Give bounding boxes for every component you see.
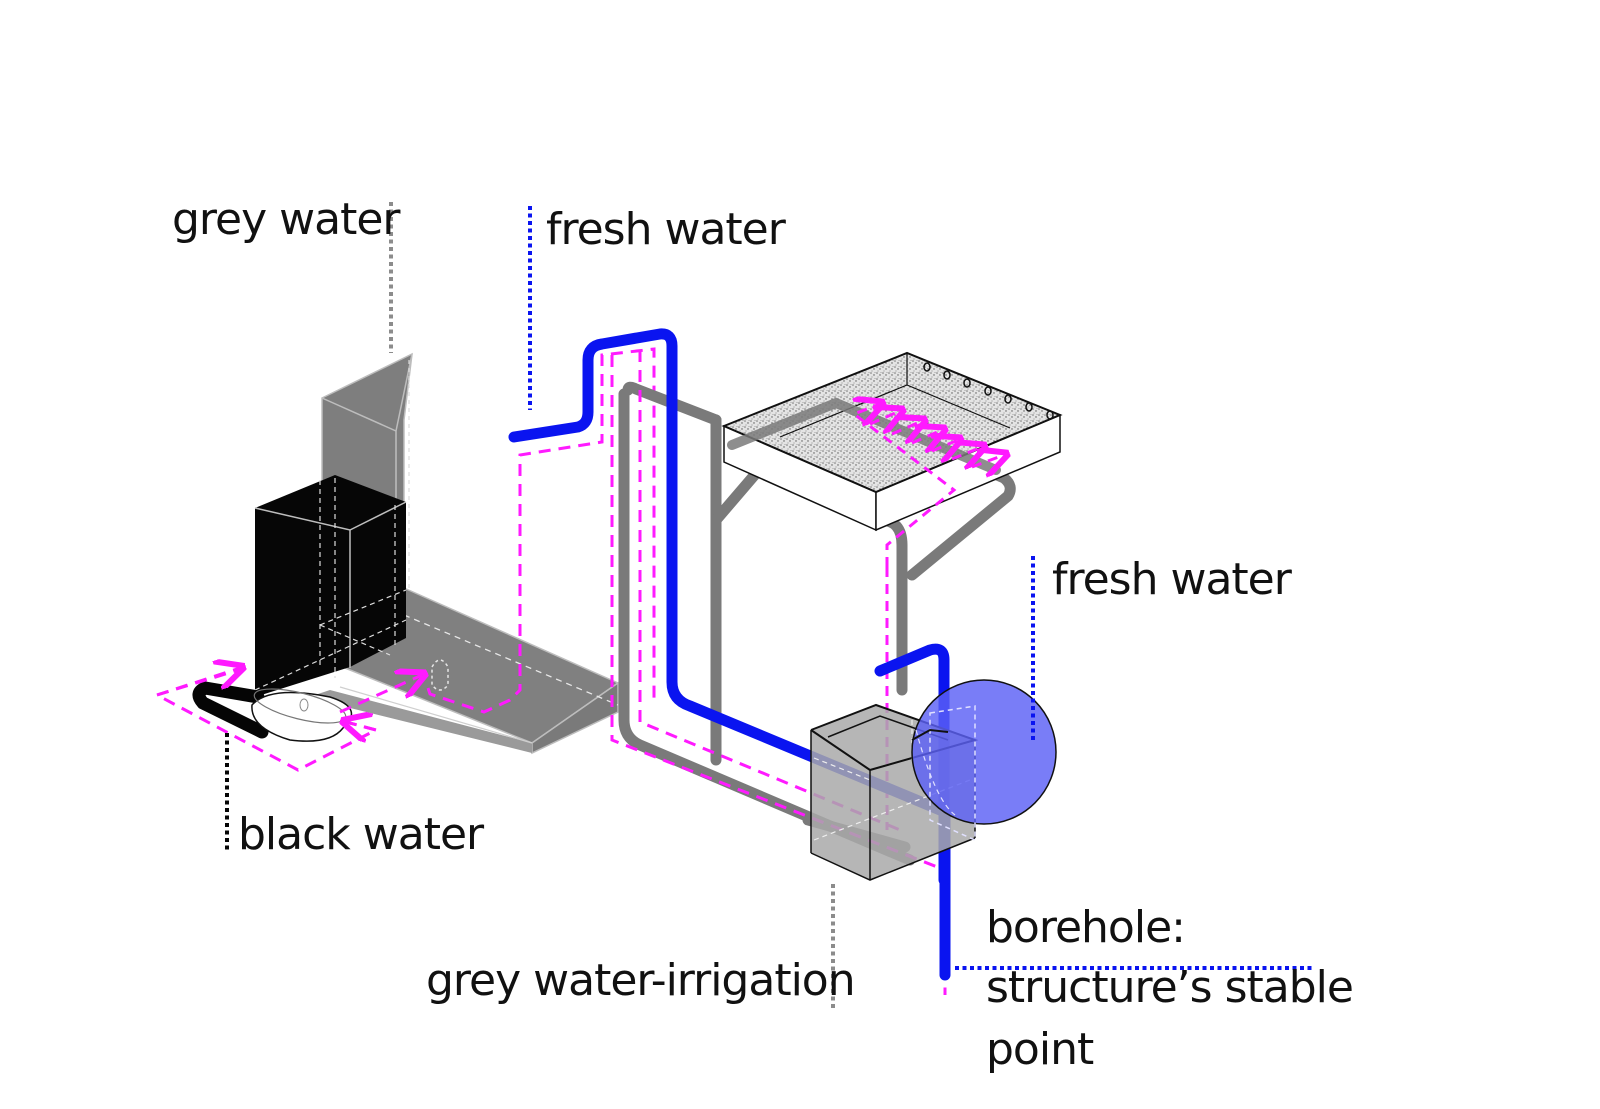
label-fresh-water-right: fresh water bbox=[1052, 554, 1293, 605]
label-borehole-line2: structure’s stable bbox=[986, 962, 1353, 1013]
flow-arrows-tray bbox=[850, 404, 1004, 830]
drain-holes bbox=[923, 362, 1054, 420]
label-fresh-water-top: fresh water bbox=[546, 204, 787, 255]
flow-arrows-left bbox=[153, 347, 656, 772]
fresh-water-pipe-tank bbox=[874, 643, 950, 886]
water-tank-sphere bbox=[911, 679, 1057, 842]
fresh-water-pipe bbox=[508, 328, 951, 981]
label-borehole-line3: point bbox=[986, 1024, 1094, 1075]
label-grey-water: grey water bbox=[172, 194, 401, 245]
floor-trough bbox=[300, 586, 620, 755]
toilet-block bbox=[254, 475, 407, 697]
black-water-pipe bbox=[192, 681, 269, 739]
label-grey-water-irrigation: grey water-irrigation bbox=[426, 955, 855, 1006]
label-borehole-line1: borehole: bbox=[986, 902, 1185, 953]
label-black-water: black water bbox=[238, 809, 485, 860]
